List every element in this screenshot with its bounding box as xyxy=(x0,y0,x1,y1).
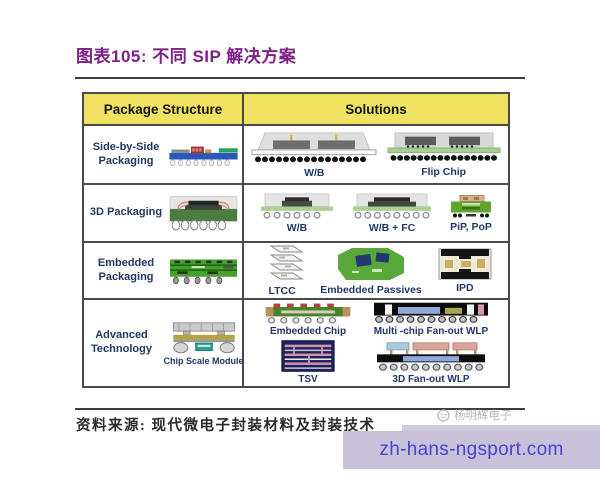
multi-chip-fanout-wlp-icon xyxy=(374,302,488,323)
structure-caption: Chip Scale Module xyxy=(163,355,244,366)
structure-label: Embedded Packaging xyxy=(97,256,155,283)
side-by-side-package-icon xyxy=(169,146,238,167)
wb-fc-package-icon xyxy=(353,193,431,219)
stacked-die-package-icon xyxy=(169,196,238,231)
brand-watermark: 杨明辉电子 xyxy=(437,407,512,423)
solution-label: Embedded Passives xyxy=(320,284,422,296)
table-row: Side-by-Side Packaging xyxy=(84,126,508,185)
embedded-board-icon xyxy=(169,258,238,284)
3d-fanout-wlp-icon xyxy=(377,342,485,371)
solution-label: PiP, PoP xyxy=(450,220,492,233)
brand-logo-icon xyxy=(437,408,450,422)
structure-cell-advanced: Advanced Technology xyxy=(84,300,244,386)
solutions-cell: LTCC Embedded Passives xyxy=(244,243,508,298)
solution-label: W/B xyxy=(286,222,308,234)
flip-chip-package-icon xyxy=(387,132,501,161)
figure-title: 图表105: 不同 SIP 解决方案 xyxy=(76,47,297,66)
solution-label: Multi -chip Fan-out WLP xyxy=(373,326,489,337)
footer-divider xyxy=(75,408,525,410)
solution-label: IPD xyxy=(456,282,474,294)
watermark-box-strip xyxy=(402,425,600,433)
ltcc-stack-icon xyxy=(269,245,304,280)
structure-label: Advanced Technology xyxy=(91,329,152,355)
solutions-cell: Embedded Chip xyxy=(244,300,508,386)
table-row: Embedded Packaging xyxy=(84,243,508,300)
solution-label: 3D Fan-out WLP xyxy=(392,374,470,385)
solution-figure: PiP, PoP xyxy=(448,194,494,233)
solution-label: Flip Chip xyxy=(421,166,467,178)
watermark-url: zh-hans-ngsport.com xyxy=(379,439,564,460)
title-divider xyxy=(75,77,525,79)
structure-cell-3d: 3D Packaging xyxy=(84,185,244,241)
wb-3d-package-icon xyxy=(261,193,333,219)
solution-figure: 3D Fan-out WLP xyxy=(375,341,487,385)
structure-cell-side-by-side: Side-by-Side Packaging xyxy=(84,126,244,183)
solutions-cell: W/B Flip Chip xyxy=(244,126,508,183)
structure-cell-embedded: Embedded Packaging xyxy=(84,243,244,298)
solution-figure: Multi -chip Fan-out WLP xyxy=(372,301,490,337)
solution-figure: Embedded Chip xyxy=(262,301,354,337)
tsv-cross-section-icon xyxy=(281,340,335,372)
embedded-chip-board-icon xyxy=(265,303,351,324)
solution-label: LTCC xyxy=(268,285,296,297)
solution-figure: W/B xyxy=(258,192,336,234)
embedded-passives-board-icon xyxy=(338,248,404,280)
solution-figure: IPD xyxy=(437,247,493,294)
structure-label: 3D Packaging xyxy=(89,206,163,219)
solutions-cell: W/B W/B + FC xyxy=(244,185,508,241)
solutions-right-column: Multi -chip Fan-out WLP xyxy=(372,301,490,385)
brand-watermark-text: 杨明辉电子 xyxy=(454,410,512,422)
sip-solutions-table: Package Structure Solutions Side-by-Side… xyxy=(82,92,510,388)
chip-scale-module-icon xyxy=(172,321,235,353)
solution-figure: W/B + FC xyxy=(350,192,434,234)
watermark-url-box: zh-hans-ngsport.com xyxy=(343,431,600,469)
source-note: 资料来源: 现代微电子封装材料及封装技术 xyxy=(76,418,376,434)
solutions-left-column: Embedded Chip xyxy=(262,301,354,385)
structure-label: Side-by-Side Packaging xyxy=(92,140,160,167)
table-row: Advanced Technology xyxy=(84,300,508,386)
header-package-structure: Package Structure xyxy=(84,94,244,124)
table-row: 3D Packaging xyxy=(84,185,508,243)
solution-label: W/B xyxy=(304,167,325,179)
pip-pop-package-icon xyxy=(451,194,491,217)
solution-label: W/B + FC xyxy=(368,222,416,234)
solution-label: TSV xyxy=(298,374,318,385)
solution-label: Embedded Chip xyxy=(269,326,347,337)
solution-figure: LTCC xyxy=(259,244,305,297)
ipd-module-icon xyxy=(438,248,492,280)
table-header-row: Package Structure Solutions xyxy=(84,94,508,126)
structure-figure: Chip Scale Module xyxy=(164,321,244,366)
wire-bond-package-icon xyxy=(251,132,377,163)
solution-figure: Flip Chip xyxy=(385,131,503,178)
solution-figure: TSV xyxy=(280,339,336,385)
solution-figure: Embedded Passives xyxy=(320,245,422,296)
solution-figure: W/B xyxy=(249,130,379,179)
header-solutions: Solutions xyxy=(345,101,407,117)
